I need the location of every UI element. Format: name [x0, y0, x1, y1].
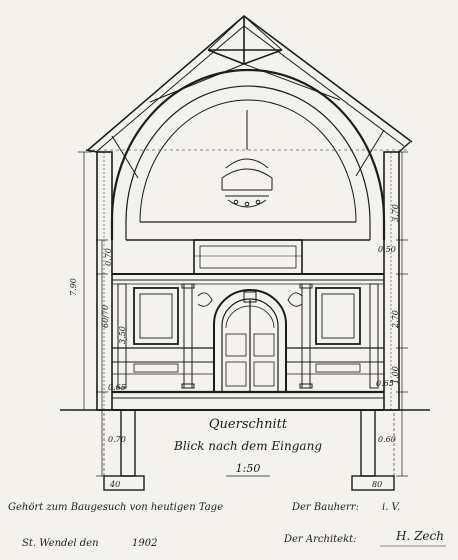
dim-right-base: 0.65: [376, 379, 394, 388]
dim-right-vault: 3.70: [391, 204, 400, 222]
cornice: [112, 273, 384, 285]
vault: [110, 68, 386, 241]
dimension-chain-left: [78, 151, 108, 477]
walls: [85, 141, 411, 411]
drawing-subtitle: Blick nach dem Eingang: [173, 439, 322, 453]
footer-approval-note: Gehört zum Baugesuch von heutigen Tage: [8, 502, 223, 513]
foundations: [103, 409, 395, 491]
wall-panels: [133, 287, 361, 345]
dim-right-gallery: 0.50: [378, 245, 396, 254]
dim-left-foundation: 0.70: [108, 435, 126, 444]
footer-place-date: St. Wendel den: [22, 538, 99, 549]
dim-left-base: 0.65: [108, 383, 126, 392]
dim-left-panel: 60/70: [101, 305, 110, 328]
footer-client-label: Der Bauherr:: [291, 502, 359, 513]
footer-client-value: i. V.: [382, 502, 401, 513]
footer-architect-signature: H. Zech: [395, 529, 444, 543]
drawing-title: Querschnitt: [209, 417, 288, 432]
chandelier: [221, 110, 273, 208]
footing-right-width: 80: [372, 480, 382, 489]
footing-left-width: 40: [109, 480, 120, 489]
dim-right-dado: 1.00: [391, 366, 400, 384]
dimension-chain-right: [396, 151, 408, 477]
footer-architect-label: Der Architekt:: [283, 534, 357, 545]
dado-bands: [112, 347, 384, 399]
footer-year: 1902: [132, 538, 157, 549]
roof-truss: [86, 14, 413, 179]
dim-left-total: 7.90: [69, 278, 78, 296]
dim-right-panel: 2.70: [391, 310, 400, 329]
dim-left-gallery: 0.70: [104, 248, 113, 266]
dim-right-foundation: 0.60: [378, 435, 396, 444]
pilasters: [117, 283, 379, 389]
entrance-portal: [197, 289, 303, 392]
gallery-balcony: [193, 239, 303, 275]
dim-left-door: 3.50: [118, 326, 127, 344]
drawing-scale: 1:50: [236, 462, 261, 475]
